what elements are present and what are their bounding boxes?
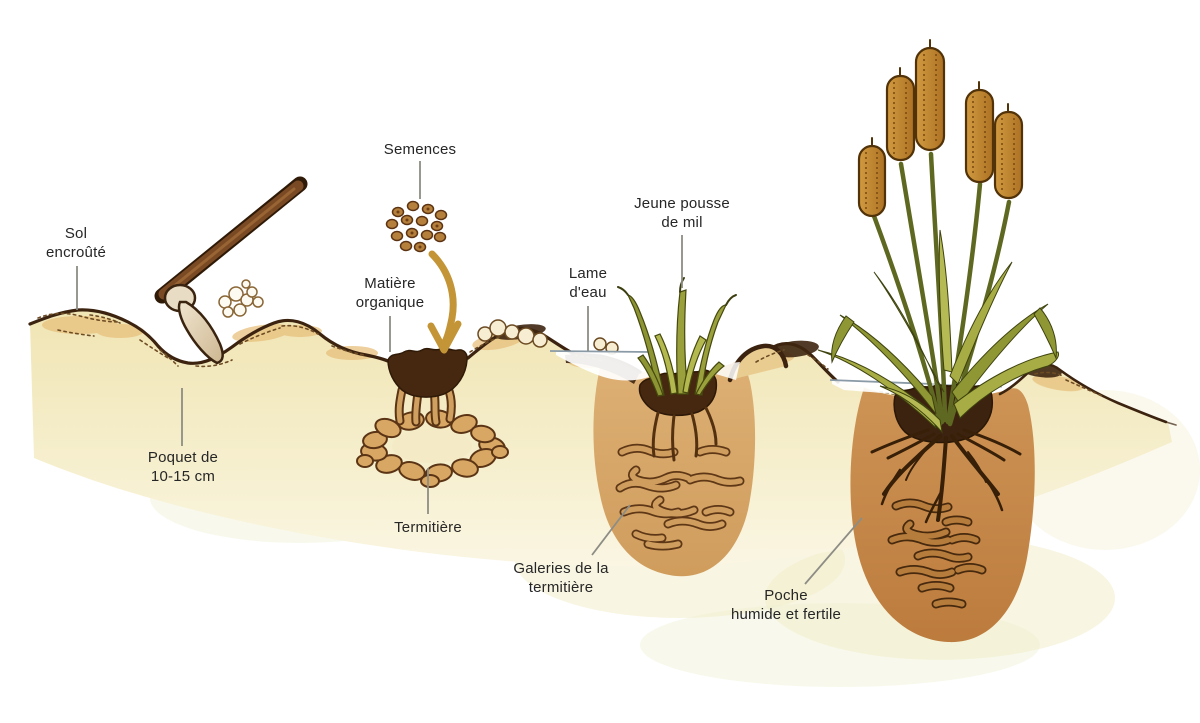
young-shoot xyxy=(626,289,727,397)
label-termitiere: Termitière xyxy=(394,519,462,536)
roots-stage4 xyxy=(870,428,1022,524)
label-poquet: Poquet de 10-15 cm xyxy=(147,449,219,486)
termite-ring xyxy=(356,383,509,488)
shoot-tips xyxy=(617,277,737,306)
down-arrow-icon xyxy=(427,250,462,354)
label-sol-encroute: Sol encroûté xyxy=(46,225,106,262)
galleries-stage3 xyxy=(615,443,745,551)
millet-plant xyxy=(817,39,1059,434)
rootlets-stage3 xyxy=(651,406,718,462)
seed-dots xyxy=(396,207,439,249)
millet-head-texture xyxy=(865,54,1015,210)
millet-head-tips xyxy=(871,39,1009,147)
leader-lines xyxy=(76,161,863,585)
dust-puff xyxy=(218,279,264,318)
seeds-cluster xyxy=(385,200,448,253)
label-lame-eau: Lame d'eau xyxy=(568,265,608,302)
leader-poche xyxy=(804,517,863,585)
hoe xyxy=(154,176,308,365)
label-poche: Poche humide et fertile xyxy=(730,587,842,624)
hoe-blade xyxy=(177,300,224,365)
leader-galeries xyxy=(591,504,631,556)
millet-heads xyxy=(857,46,1024,218)
label-semences: Semences xyxy=(383,141,457,158)
label-matiere-organique: Matière organique xyxy=(355,275,425,312)
label-jeune-pousse: Jeune pousse de mil xyxy=(634,195,730,232)
organic-mass-stage2 xyxy=(387,347,468,398)
water-stage3 xyxy=(549,350,740,381)
plant-leaves xyxy=(817,229,1059,434)
crust-lumps xyxy=(477,319,619,355)
label-galeries: Galeries de la termitière xyxy=(513,560,609,597)
